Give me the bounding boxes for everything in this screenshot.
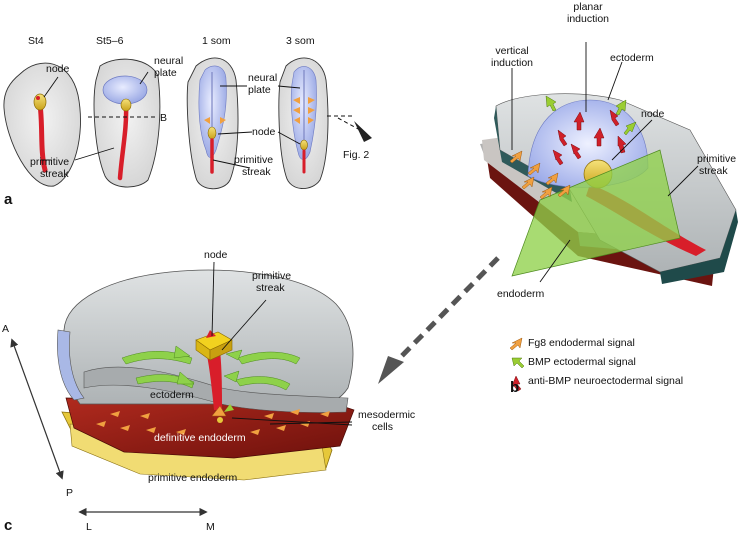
axis-label-p: P xyxy=(66,487,73,499)
embryo-st4 xyxy=(3,62,81,187)
label-fig-ref: Fig. 2 xyxy=(343,149,369,161)
stage-label-st4: St4 xyxy=(28,35,44,47)
label-definitive-endoderm: definitive endoderm xyxy=(154,432,246,444)
axis-label-l: L xyxy=(86,521,92,533)
embryo-3som xyxy=(278,57,329,189)
label-node-a1: node xyxy=(46,63,70,75)
panel-a: St4 St5–6 1 som 3 som xyxy=(3,35,372,208)
label-node-c: node xyxy=(204,249,228,261)
primitive-streak-st56 xyxy=(117,103,129,181)
section-plane xyxy=(511,149,681,277)
label-node-b: node xyxy=(641,108,665,120)
label-ectoderm-b: ectoderm xyxy=(610,52,654,64)
label-primitive-endoderm: primitive endoderm xyxy=(148,472,238,484)
legend: Fg8 endodermal signal BMP ectodermal sig… xyxy=(509,337,683,392)
label-b-marker: B xyxy=(160,112,167,124)
dashed-link-arrow xyxy=(390,256,500,368)
legend-bmp-icon xyxy=(511,357,525,369)
node-st56 xyxy=(120,98,132,112)
embryo-st56 xyxy=(93,58,161,188)
legend-bmp-text: BMP ectodermal signal xyxy=(528,356,636,368)
node-1som xyxy=(207,126,217,140)
axis-ap xyxy=(10,338,64,480)
panel-label-a: a xyxy=(4,191,13,208)
fgf8-arrows-c xyxy=(96,409,330,435)
primitive-streak-st4 xyxy=(37,101,48,173)
panel-label-c: c xyxy=(4,517,12,533)
somites-3som xyxy=(293,97,315,124)
neural-plate-1som xyxy=(198,65,227,158)
bmp-arrows-c xyxy=(121,345,301,391)
mesodermic-cells-c xyxy=(211,405,227,417)
legend-fgf8-text: Fg8 endodermal signal xyxy=(528,337,635,349)
anti-bmp-arrows xyxy=(552,109,627,166)
node-3som xyxy=(300,139,308,151)
somites-1som xyxy=(204,117,226,124)
legend-fgf8-icon xyxy=(509,337,523,351)
label-node-a2: node xyxy=(252,126,276,138)
panel-label-b: b xyxy=(510,379,519,396)
label-endoderm-b: endoderm xyxy=(497,288,545,300)
axis-label-a: A xyxy=(2,323,9,335)
bmp-arrows xyxy=(545,95,637,136)
stage-label-st5-6: St5–6 xyxy=(96,35,124,47)
stage-label-1som: 1 som xyxy=(202,35,231,47)
legend-antibmp-text: anti-BMP neuroectodermal signal xyxy=(528,375,683,387)
primitive-streak-c xyxy=(206,350,222,410)
label-ectoderm-c: ectoderm xyxy=(150,389,194,401)
legend-antibmp-icon xyxy=(511,375,522,392)
fgf8-arrows xyxy=(509,150,571,200)
stage-label-3som: 3 som xyxy=(286,35,315,47)
axis-label-m: M xyxy=(206,521,215,533)
embryo-1som xyxy=(186,57,239,190)
